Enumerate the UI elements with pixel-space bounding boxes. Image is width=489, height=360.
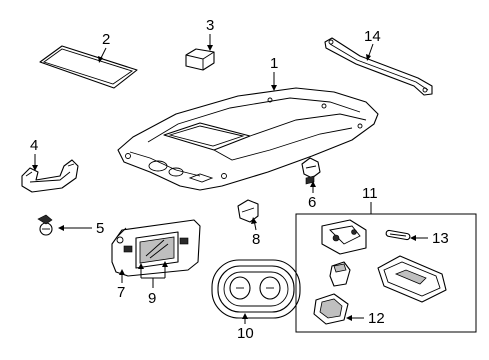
part-6-coat-hook (301, 157, 321, 185)
part-3-pad (185, 48, 215, 71)
part-9-vanity-mirror (123, 231, 189, 269)
callout-6: 6 (308, 194, 316, 211)
callout-2: 2 (102, 31, 110, 48)
callout-14: 14 (364, 28, 381, 45)
part-5-clip (37, 214, 53, 236)
callout-4: 4 (30, 137, 38, 154)
part-14-side-rail (324, 37, 433, 96)
callout-1: 1 (270, 55, 278, 72)
part-10-lamp-bezel (211, 259, 301, 319)
part-2-sunroof-glass (39, 45, 138, 89)
callout-7: 7 (117, 284, 125, 301)
callout-5: 5 (96, 220, 104, 237)
callout-12: 12 (368, 310, 385, 327)
leader-lines (32, 34, 428, 324)
part-4-grab-handle (21, 159, 79, 193)
callout-8: 8 (252, 231, 260, 248)
callout-13: 13 (432, 230, 449, 247)
part-12-lens (313, 293, 349, 325)
callout-10: 10 (237, 325, 254, 342)
callout-9: 9 (148, 290, 156, 307)
callout-3: 3 (206, 17, 214, 34)
callout-11: 11 (362, 185, 378, 202)
part-11-lamp-assembly (295, 213, 477, 333)
part-1-headliner (117, 87, 379, 191)
part-13-bulb (385, 229, 411, 241)
callout-labels: 1 2 3 4 5 6 7 8 9 10 11 12 13 14 (30, 17, 449, 342)
part-8-visor-clip (237, 199, 259, 223)
